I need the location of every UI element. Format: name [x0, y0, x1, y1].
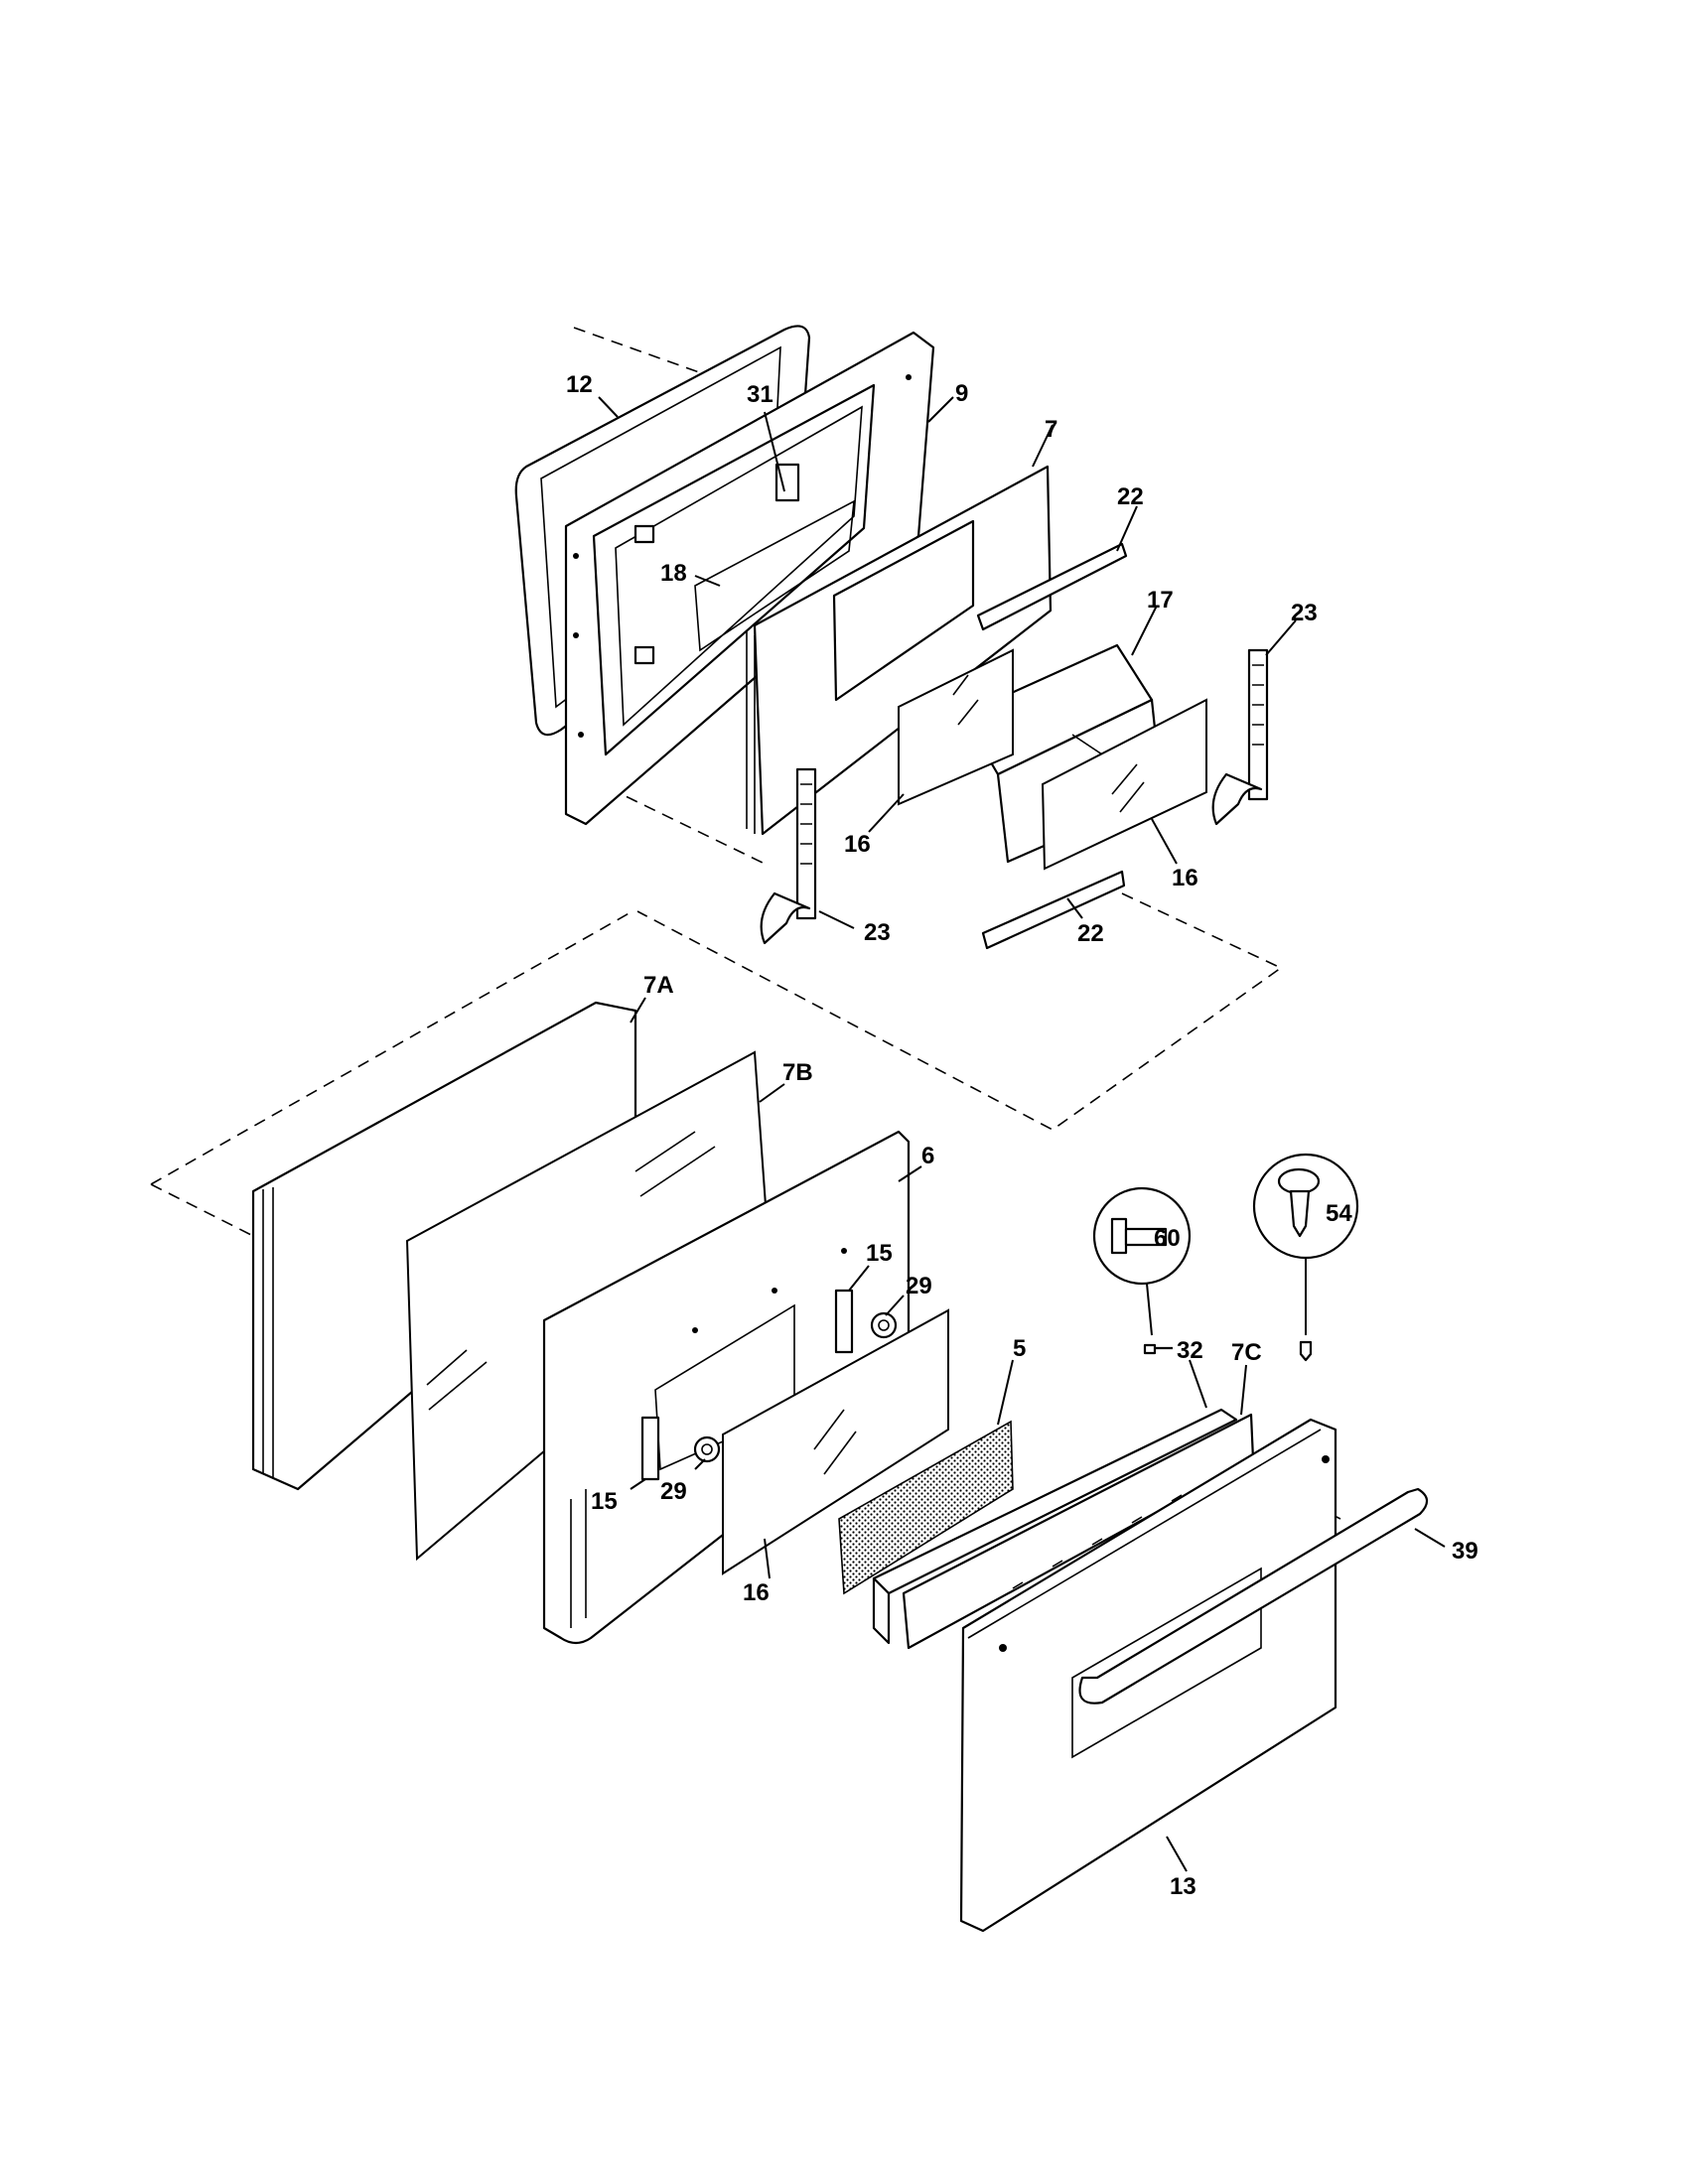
- door-hinge-23-right: [1211, 648, 1269, 826]
- callout-22-bottom: 22: [1077, 920, 1104, 947]
- callout-15-left: 15: [591, 1488, 618, 1515]
- callout-15-right: 15: [866, 1240, 893, 1267]
- callout-32: 32: [1177, 1337, 1203, 1364]
- callout-54: 54: [1326, 1200, 1352, 1227]
- callout-9: 9: [955, 380, 968, 407]
- callout-16-left: 16: [844, 831, 871, 858]
- callout-16-bottom: 16: [743, 1579, 770, 1606]
- callout-12: 12: [566, 371, 593, 398]
- callout-7: 7: [1045, 416, 1057, 443]
- callout-16-right: 16: [1172, 865, 1198, 891]
- mesh-screen-5: [838, 1420, 1014, 1595]
- callout-7B: 7B: [782, 1059, 813, 1086]
- baffle-32: [872, 1408, 1238, 1645]
- screw-54-detail: [1252, 1153, 1359, 1362]
- callout-18: 18: [660, 560, 687, 587]
- callout-29-left: 29: [660, 1478, 687, 1505]
- callout-60: 60: [1154, 1225, 1181, 1252]
- bracket-15-right: [834, 1289, 854, 1354]
- door-handle-39: [1078, 1487, 1429, 1705]
- door-channel-22-top: [976, 542, 1128, 631]
- callout-29-right: 29: [906, 1273, 932, 1299]
- glass-pane-16-bottom: [722, 1308, 949, 1575]
- callout-6: 6: [921, 1143, 934, 1169]
- door-insulation-7: [746, 465, 1053, 836]
- grommet-29-left: [693, 1435, 721, 1463]
- glass-pane-16-right: [1041, 698, 1207, 871]
- callout-labels: 12 31 9 7 18 22 17 23 16 16 23 22 7A 7B …: [566, 371, 1478, 1900]
- grommet-29-right: [870, 1311, 898, 1339]
- callout-23-bottom: 23: [864, 919, 891, 946]
- callout-17: 17: [1147, 587, 1174, 614]
- callout-13: 13: [1170, 1873, 1196, 1900]
- callout-23-top: 23: [1291, 600, 1318, 626]
- callout-22-top: 22: [1117, 483, 1144, 510]
- callout-5: 5: [1013, 1335, 1026, 1362]
- door-channel-22-bottom: [981, 870, 1126, 950]
- bracket-15-left: [640, 1416, 660, 1481]
- callout-7C: 7C: [1231, 1339, 1262, 1366]
- glass-pane-16-left: [898, 648, 1014, 806]
- callout-7A: 7A: [643, 972, 674, 999]
- callout-39: 39: [1452, 1538, 1478, 1565]
- callout-31: 31: [747, 381, 774, 408]
- inner-door-frame-9: [564, 331, 935, 826]
- door-hinge-23-left: [760, 767, 817, 945]
- leader-lines: [598, 396, 1446, 1872]
- screw-60-detail: [1092, 1186, 1192, 1355]
